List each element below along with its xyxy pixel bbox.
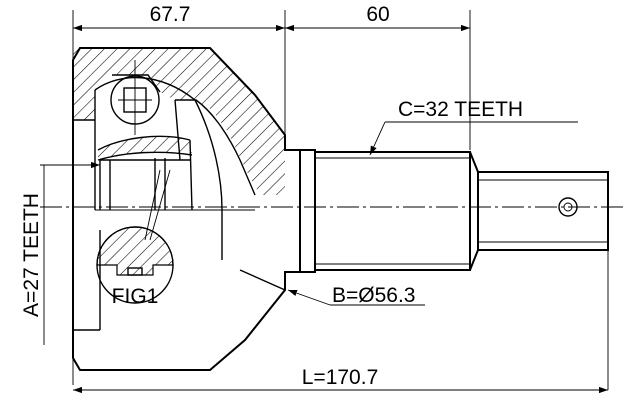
fig1-hatch xyxy=(96,226,174,276)
dimensions xyxy=(40,10,609,394)
spline-c-label: C=32 TEETH xyxy=(398,98,523,121)
length-label: L=170.7 xyxy=(302,366,379,389)
fig1-inset: FIG1 xyxy=(96,226,174,308)
spline-section xyxy=(300,149,316,273)
housing-section-hatch-top xyxy=(73,48,285,195)
outer-housing xyxy=(72,47,301,371)
fig1-label: FIG1 xyxy=(112,285,159,308)
stub-shaft xyxy=(300,149,609,273)
spline-a-label: A=27 TEETH xyxy=(20,193,43,317)
inner-race-hatch xyxy=(98,136,192,160)
threaded-end xyxy=(477,171,609,251)
dim-label-67-7: 67.7 xyxy=(150,3,191,26)
dim-label-60: 60 xyxy=(366,3,389,26)
spline-body xyxy=(314,151,471,271)
diameter-b-label: B=Ø56.3 xyxy=(332,284,415,307)
